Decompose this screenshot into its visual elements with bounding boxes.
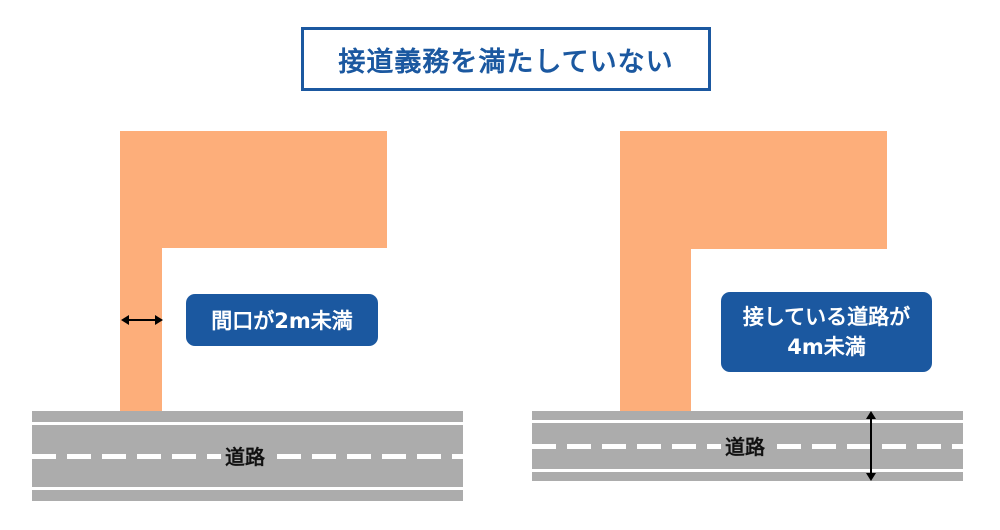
frontage-badge: 間口が2m未満: [186, 294, 378, 346]
road-width-badge: 接している道路が 4m未満: [721, 292, 932, 372]
badge-text-line-1: 接している道路が: [742, 305, 911, 329]
title-box: 接道義務を満たしていない: [301, 27, 711, 91]
vertical-double-arrow-icon: [866, 411, 876, 481]
road-label-wrap: 道路: [221, 444, 269, 470]
lot-flagpole-right: [620, 249, 691, 411]
road-label: 道路: [721, 435, 769, 459]
horizontal-double-arrow-icon: [121, 315, 163, 325]
road-label-wrap: 道路: [721, 434, 769, 460]
road-edge-line-bottom: [32, 487, 463, 490]
badge-text: 間口が2m未満: [211, 309, 353, 333]
road-edge-line-top: [32, 422, 463, 425]
lot-top-right: [620, 131, 887, 249]
lot-flagpole-left: [120, 248, 162, 411]
road-edge-line-bottom: [532, 469, 963, 472]
badge-text-line-2: 4m未満: [787, 335, 866, 359]
road-label: 道路: [221, 445, 269, 469]
road-edge-line-top: [532, 420, 963, 423]
lot-top-left: [120, 131, 387, 248]
title-text: 接道義務を満たしていない: [338, 46, 674, 78]
